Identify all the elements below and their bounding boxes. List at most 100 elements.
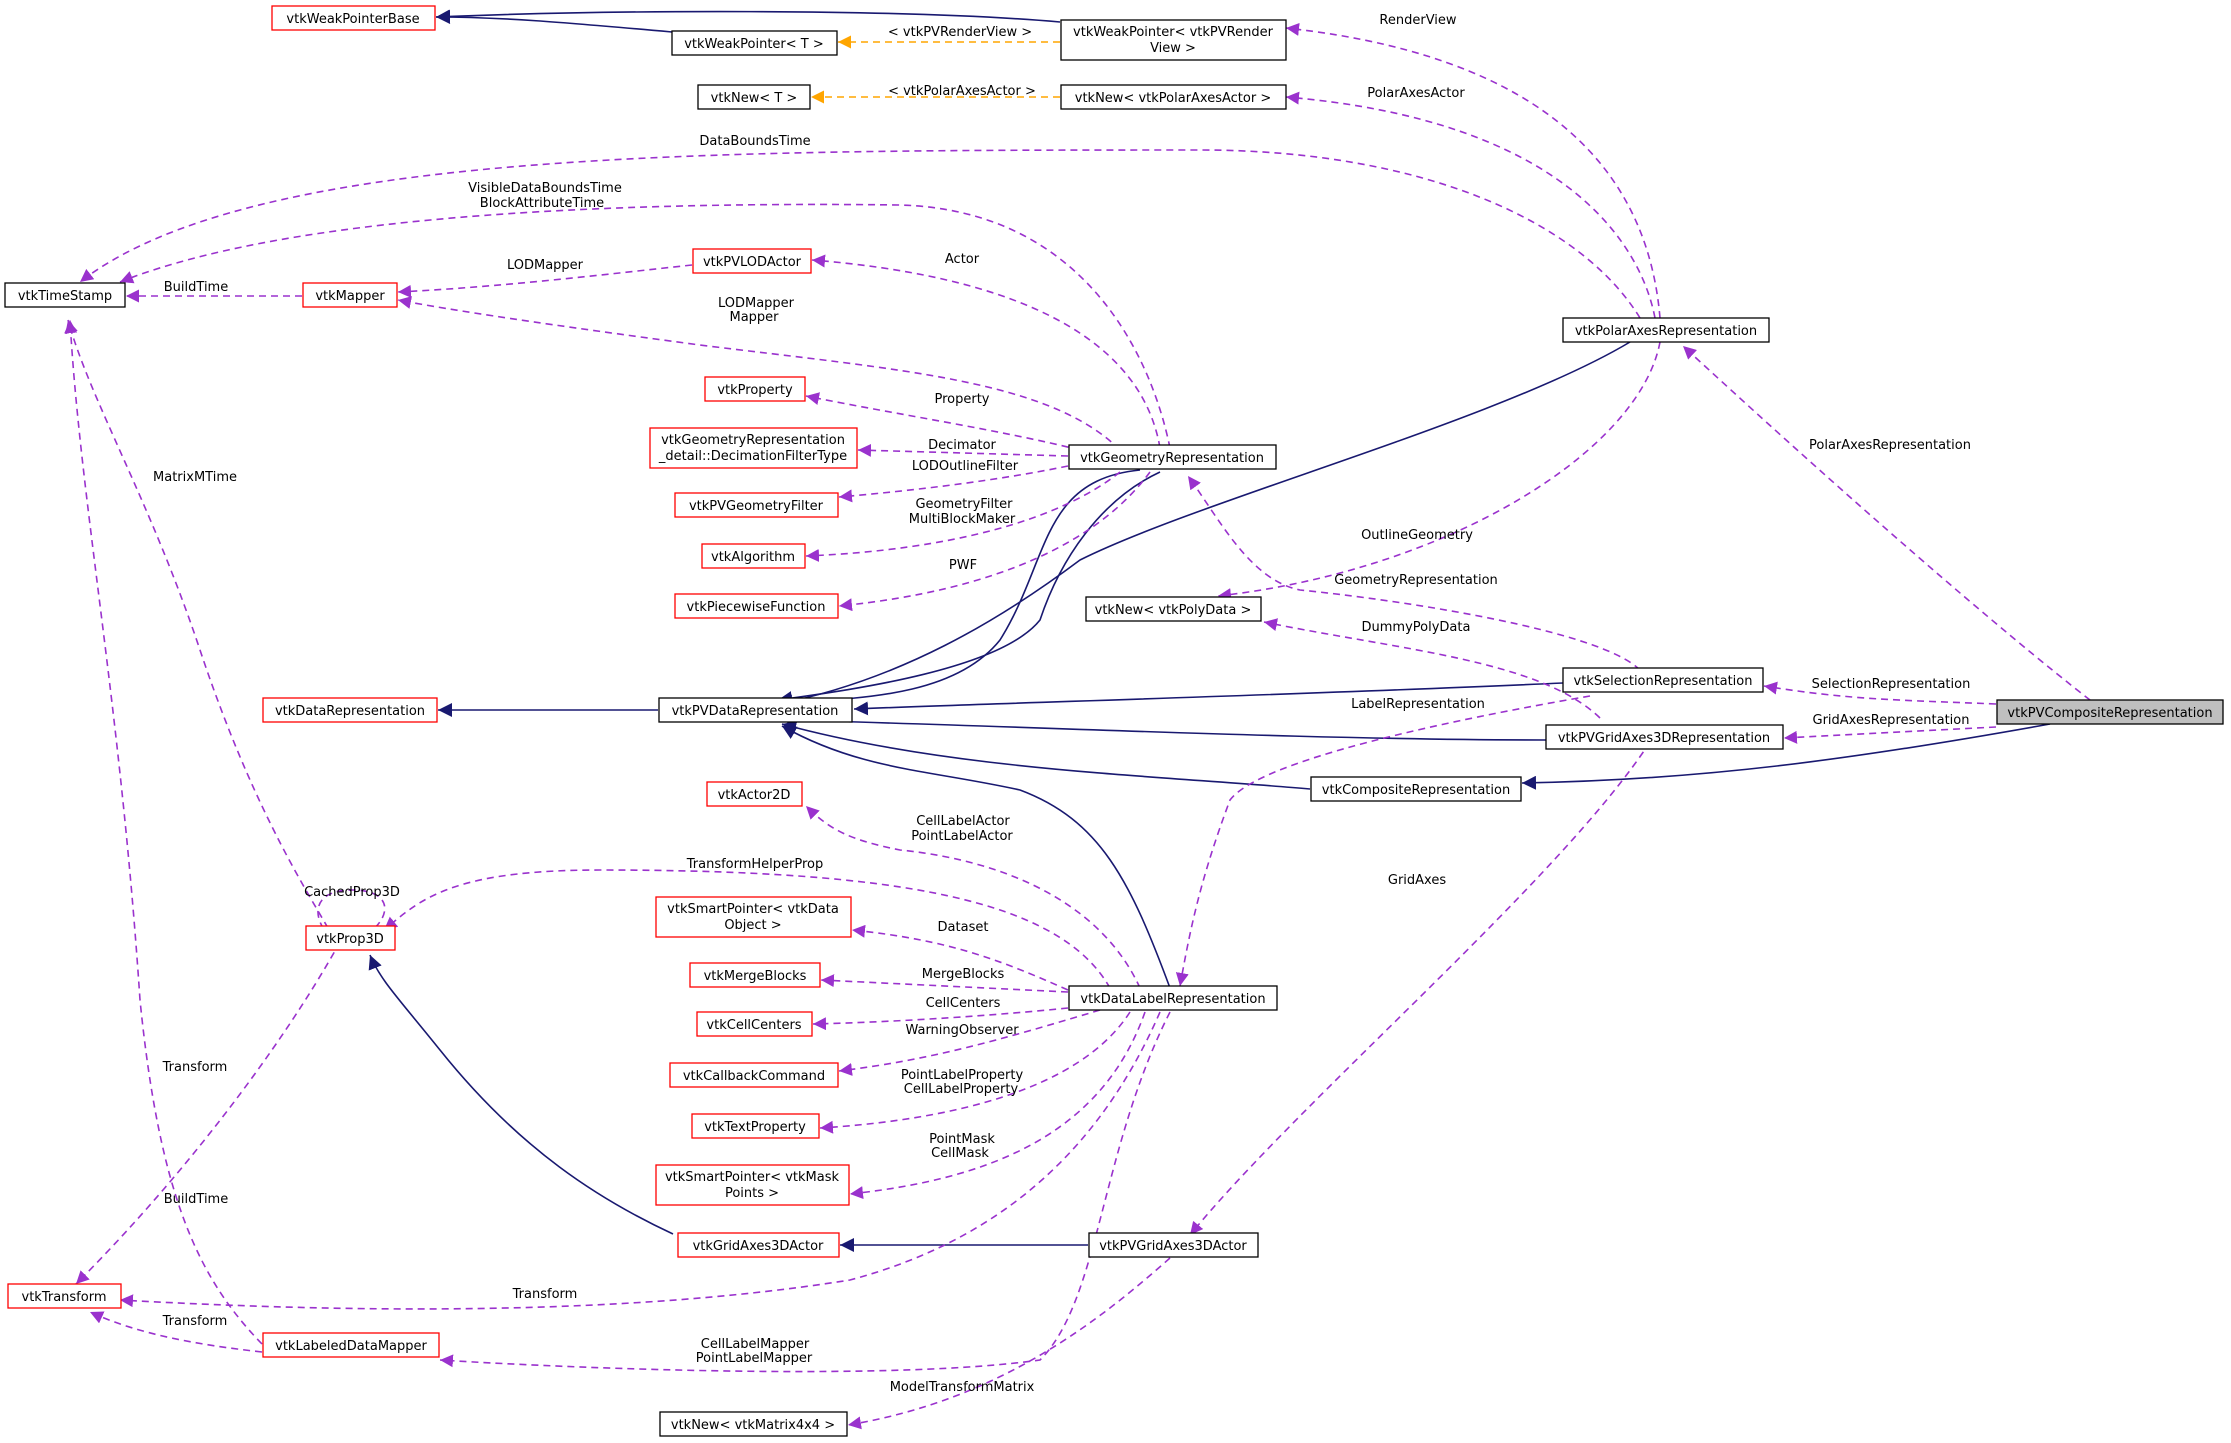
edge-label: Transform	[162, 1314, 228, 1329]
node-decimationfiltertype[interactable]: vtkGeometryRepresentation _detail::Decim…	[649, 427, 858, 469]
node-label: vtkPiecewiseFunction	[687, 600, 826, 615]
edge-label: Transform	[162, 1060, 228, 1075]
node-label: vtkPVGridAxes3DRepresentation	[1558, 731, 1770, 746]
node-vtktimestamp[interactable]: vtkTimeStamp	[4, 282, 126, 308]
node-vtksmartpointer-dataobject[interactable]: vtkSmartPointer< vtkData Object >	[655, 896, 852, 938]
edge-label: LODMapper	[718, 296, 795, 311]
node-label: vtkDataRepresentation	[275, 704, 425, 719]
node-vtknew-matrix4x4[interactable]: vtkNew< vtkMatrix4x4 >	[659, 1411, 848, 1437]
node-vtkweakpointer-pvrenderview[interactable]: vtkWeakPointer< vtkPVRender View >	[1060, 19, 1287, 61]
edge-use-gridaxesrep	[1783, 726, 1997, 744]
edge-label: MatrixMTime	[153, 470, 237, 485]
node-label: vtkGridAxes3DActor	[693, 1239, 824, 1254]
edge-label: LabelRepresentation	[1351, 697, 1485, 712]
edge-use-matrixmtime	[65, 319, 329, 929]
node-vtkweakpointerbase[interactable]: vtkWeakPointerBase	[271, 5, 436, 31]
edge-label: PWF	[949, 558, 977, 573]
edge-label: PointLabelMapper	[696, 1351, 813, 1366]
node-label: vtkTextProperty	[704, 1120, 806, 1135]
node-vtkpvlodactor[interactable]: vtkPVLODActor	[692, 248, 812, 274]
node-label: vtkSmartPointer< vtkData	[667, 902, 839, 917]
edge-label: CachedProp3D	[304, 885, 400, 900]
edge-label: CellMask	[931, 1146, 989, 1161]
edge-inherit-datalabelrep	[781, 725, 1171, 989]
node-vtkmapper[interactable]: vtkMapper	[302, 282, 398, 308]
node-vtkpiecewisefunction[interactable]: vtkPiecewiseFunction	[674, 593, 839, 619]
edge-use-modelmatrix	[847, 1257, 1171, 1430]
node-vtkactor2d[interactable]: vtkActor2D	[706, 781, 803, 807]
node-vtknew-t[interactable]: vtkNew< T >	[697, 84, 811, 110]
node-vtkprop3d[interactable]: vtkProp3D	[305, 925, 396, 951]
edge-use-transform3	[89, 1311, 263, 1353]
node-vtkpvgridaxes3drepresentation[interactable]: vtkPVGridAxes3DRepresentation	[1545, 724, 1784, 750]
node-vtkselectionrepresentation[interactable]: vtkSelectionRepresentation	[1562, 667, 1764, 693]
node-vtkdatalabelrepresentation[interactable]: vtkDataLabelRepresentation	[1068, 985, 1278, 1011]
node-vtkpvdatarepresentation[interactable]: vtkPVDataRepresentation	[658, 697, 853, 723]
edge-label: Decimator	[928, 438, 996, 453]
node-vtkpvcompositerepresentation[interactable]: vtkPVCompositeRepresentation	[1996, 699, 2224, 725]
node-vtktextproperty[interactable]: vtkTextProperty	[691, 1113, 820, 1139]
node-vtkproperty[interactable]: vtkProperty	[704, 376, 806, 402]
edge-use-pointmask	[849, 1011, 1146, 1200]
node-label: vtkDataLabelRepresentation	[1080, 992, 1265, 1007]
node-vtkpvgeometryfilter[interactable]: vtkPVGeometryFilter	[674, 492, 839, 518]
edge-use-pointlabel	[819, 1011, 1131, 1134]
edge-label: GeometryFilter	[915, 497, 1013, 512]
node-vtklabeleddatamapper[interactable]: vtkLabeledDataMapper	[262, 1332, 440, 1358]
node-vtkmergeblocks[interactable]: vtkMergeBlocks	[689, 962, 821, 988]
edge-inherit-weakptrT	[435, 10, 673, 33]
node-vtkcallbackcommand[interactable]: vtkCallbackCommand	[669, 1062, 839, 1088]
node-vtksmartpointer-maskpoints[interactable]: vtkSmartPointer< vtkMask Points >	[655, 1164, 850, 1206]
edge-use-polaraxesactor	[1285, 91, 1656, 319]
node-vtkalgorithm[interactable]: vtkAlgorithm	[701, 543, 806, 569]
edge-label: RenderView	[1379, 13, 1456, 28]
edge-label: PolarAxesActor	[1367, 86, 1465, 101]
edge-label: GridAxes	[1388, 873, 1446, 888]
edge-inherit-polaraxesrep	[777, 341, 1631, 709]
edge-use-celllabelmapper	[439, 1011, 1171, 1373]
node-vtkweakpointer-t[interactable]: vtkWeakPointer< T >	[671, 30, 838, 56]
node-vtkpolaraxesrepresentation[interactable]: vtkPolarAxesRepresentation	[1562, 317, 1770, 343]
node-label: vtkProp3D	[316, 932, 383, 947]
edge-use-visibledb	[119, 203, 1171, 449]
node-vtknew-polydata[interactable]: vtkNew< vtkPolyData >	[1085, 596, 1262, 622]
node-vtkdatarepresentation[interactable]: vtkDataRepresentation	[262, 697, 438, 723]
edge-label: PointLabelActor	[911, 829, 1013, 844]
node-label: vtkActor2D	[718, 788, 791, 803]
edge-label: LODOutlineFilter	[912, 459, 1019, 474]
edge-label: DummyPolyData	[1362, 620, 1471, 635]
node-vtktransform[interactable]: vtkTransform	[7, 1283, 122, 1309]
node-label: vtkMergeBlocks	[704, 969, 807, 984]
node-vtkpvgridaxes3dactor[interactable]: vtkPVGridAxes3DActor	[1088, 1232, 1259, 1258]
edge-label: Mapper	[729, 310, 779, 325]
node-vtknew-polaraxesactor[interactable]: vtkNew< vtkPolarAxesActor >	[1060, 84, 1287, 110]
edge-label: Transform	[512, 1287, 578, 1302]
edge-inherit-geomrep2	[777, 471, 1161, 706]
node-label: vtkLabeledDataMapper	[275, 1339, 427, 1354]
node-label: vtkCompositeRepresentation	[1322, 783, 1510, 798]
edge-use-labelrep	[1175, 695, 1591, 987]
node-vtkcompositerepresentation[interactable]: vtkCompositeRepresentation	[1310, 776, 1522, 802]
edge-label: OutlineGeometry	[1361, 528, 1473, 543]
node-vtkcellcenters[interactable]: vtkCellCenters	[696, 1011, 813, 1037]
edge-inherit-gridaxesactor	[368, 954, 674, 1235]
node-vtkgridaxes3dactor[interactable]: vtkGridAxes3DActor	[677, 1232, 840, 1258]
node-label: vtkPVGridAxes3DActor	[1099, 1239, 1247, 1254]
node-label: Points >	[725, 1186, 779, 1201]
node-vtkgeometryrepresentation[interactable]: vtkGeometryRepresentation	[1068, 444, 1277, 470]
edge-label: Property	[934, 392, 989, 407]
edge-use-transform2	[75, 941, 341, 1285]
node-label: Object >	[724, 918, 781, 933]
edge-label: WarningObserver	[905, 1023, 1019, 1038]
edge-use-lodoutline	[838, 465, 1069, 503]
node-label: _detail::DecimationFilterType	[658, 449, 847, 464]
edge-label: Dataset	[938, 920, 989, 935]
edge-label: < vtkPVRenderView >	[888, 25, 1032, 40]
node-label: vtkSmartPointer< vtkMask	[665, 1170, 840, 1185]
edge-label: PointMask	[929, 1132, 995, 1147]
node-label: vtkPVLODActor	[703, 255, 802, 270]
edge-label: CellLabelMapper	[701, 1337, 810, 1352]
edge-inherit-pvcomposite	[1521, 723, 2051, 790]
edge-label: VisibleDataBoundsTime	[468, 181, 622, 196]
